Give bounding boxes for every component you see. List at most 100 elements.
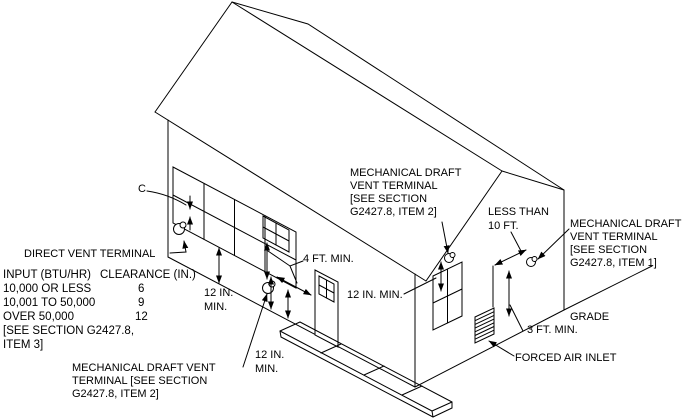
label-less-than-10ft: LESS THAN 10 FT. [488,206,549,232]
label-grade: GRADE [570,311,609,323]
forced-air-inlet-louver [474,307,495,344]
walls [167,119,653,388]
mdvt-right-line: [SEE SECTION [570,244,647,256]
end-window-rail [432,288,463,304]
leader-4ft-a [267,250,304,267]
walkway-joint [320,343,342,354]
leader-mdvt-bottom [242,293,268,368]
label-12in-min-gable: 12 IN. MIN. [347,289,403,301]
direct-vent-terminal-cap [179,221,187,229]
walkway-thickness-cap [431,410,434,418]
dim-label: LESS THAN [488,206,549,218]
clearance-table: INPUT (BTU/HR) CLEARANCE (IN.) 10,000 OR… [3,269,196,351]
louver-frame [474,307,495,344]
mid-terminal-cap [268,280,276,288]
louver-slat [474,326,495,336]
mechanical-draft-vent-terminal-gable [444,252,456,263]
table-header-clearance: CLEARANCE (IN.) [100,269,196,281]
mdvt-top-line: MECHANICAL DRAFT [350,167,462,179]
dim-4ft-horizontal [276,276,312,296]
walkway-thickness [280,336,434,418]
walkway-left-cap [279,321,301,332]
door-window-rail [318,284,335,294]
mdvt-right-line: VENT TERMINAL [570,231,658,243]
roof-front-eave [154,111,427,282]
louver-slat [474,322,495,333]
mdvt-top-line: G2427.8, ITEM 2] [350,206,437,218]
table-header-input: INPUT (BTU/HR) [3,269,91,281]
door-panel [314,269,339,348]
dimension-lines [187,195,527,319]
large-window-rail [172,194,297,261]
walkway-right-cap [431,401,453,412]
small-window [262,215,290,253]
label-clearance-c: C [138,183,146,195]
walkway-thickness-edge [432,407,453,418]
end-window-frame [432,261,463,331]
leader-mdvt-top [441,221,450,254]
label-direct-vent-terminal: DIRECT VENT TERMINAL [24,248,155,260]
walkway-lower-edge [279,330,433,412]
roof-back-edge [231,1,565,191]
mechanical-draft-vent-terminal-end [526,256,538,267]
mdvt-bottom-line: MECHANICAL DRAFT VENT [72,362,216,374]
louver-slat [474,318,495,329]
louver-slat [474,314,495,325]
end-wall-bottom-edge [414,309,565,388]
leader-lines [146,190,570,368]
grade-line [563,265,653,311]
mdvt-right-line: MECHANICAL DRAFT [570,218,682,230]
label-mdvt-right: MECHANICAL DRAFT VENT TERMINAL [SEE SECT… [570,218,682,269]
table-row-clearance: 12 [135,311,148,323]
leader-3ft [509,304,524,332]
label-mdvt-top: MECHANICAL DRAFT VENT TERMINAL [SEE SECT… [350,167,462,218]
leader-c [146,190,187,206]
mdvt-bottom-line: TERMINAL [SEE SECTION [72,375,207,387]
roof [154,1,565,282]
label-3ft-min: 3 FT. MIN. [527,324,578,336]
leader-4ft-b [289,265,298,284]
dim-label: MIN. [255,363,278,375]
leader-direct-vent [169,240,189,254]
front-wall-bottom-edge [167,256,416,388]
direct-vent-terminal [173,221,187,235]
small-window-rail [262,226,290,242]
leader-less-than [510,231,522,252]
walkway-thickness-cap [279,330,282,338]
dim-less-than-10ft [494,249,527,266]
mdvt-top-line: [SEE SECTION [350,193,427,205]
leader-forced-air-inlet [488,340,515,357]
roof-ridge [231,1,503,172]
label-4ft-min: 4 FT. MIN. [303,253,354,265]
entry-door [314,269,339,348]
mechanical-draft-vent-terminal-mid [262,280,276,294]
walkway-upper-edge [299,321,453,403]
dim-label: 12 IN. [204,287,233,299]
mdvt-top-line: VENT TERMINAL [350,180,438,192]
leader-mdvt-right [537,228,570,260]
door-window [318,275,335,303]
roof-left-rake [154,1,233,113]
table-row-input: 10,000 OR LESS [3,283,92,295]
dim-label: MIN. [204,301,227,313]
mdvt-right-line: G2427.8, ITEM 1] [570,257,657,269]
table-row-clearance: 9 [138,297,144,309]
louver-slat [474,311,495,322]
dim-label: 10 FT. [488,220,519,232]
walkway [279,321,453,418]
table-row-clearance: 6 [138,283,144,295]
louver-slat [474,329,495,340]
dim-label: 12 IN. [255,349,284,361]
label-12in-min-left: 12 IN. MIN. [204,287,233,313]
small-window-frame [262,215,290,253]
roof-right-tip [501,170,565,191]
gable-terminal-cap [449,252,456,258]
leader-12in-gable [403,277,437,295]
end-wall-window [432,261,463,331]
label-12in-min-mid: 12 IN. MIN. [255,349,284,375]
table-note-line1: [SEE SECTION G2427.8, [3,325,134,337]
mdvt-bottom-line: G2427.8, ITEM 2] [72,388,159,400]
table-row-input: 10,001 TO 50,000 [3,297,95,309]
